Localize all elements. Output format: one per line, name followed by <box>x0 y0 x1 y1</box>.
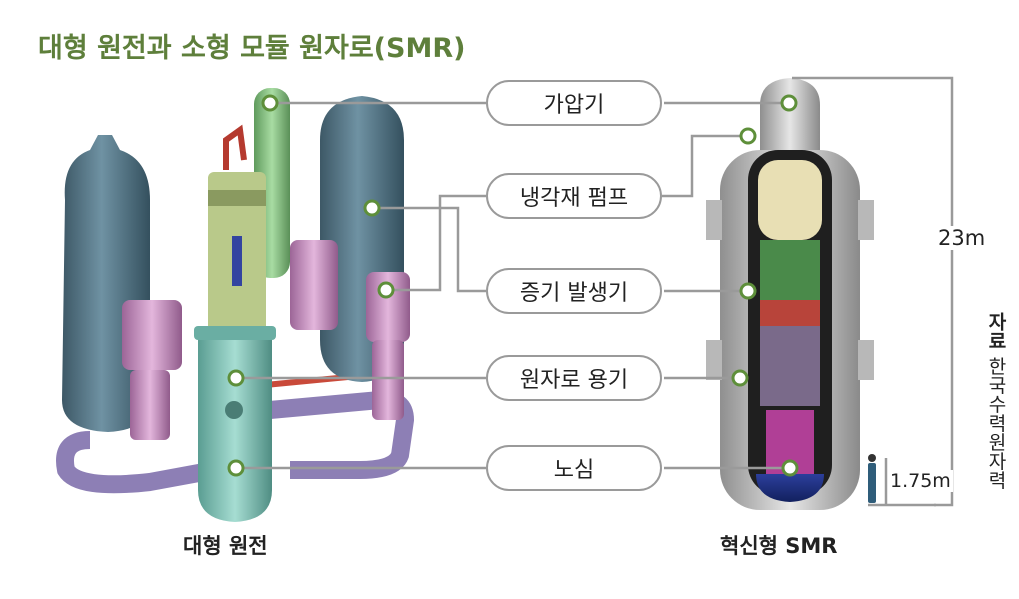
cr-drive-band <box>208 190 266 206</box>
marker-sg-large <box>363 199 381 217</box>
large-plant-illustration <box>56 88 415 522</box>
smr-riser <box>760 326 820 406</box>
label-core: 노심 <box>486 445 662 491</box>
marker-pressurizer-smr <box>780 94 798 112</box>
smr-bracket-right-lower <box>858 340 874 380</box>
page-title: 대형 원전과 소형 모듈 원자로(SMR) <box>38 33 466 64</box>
caption-large-plant: 대형 원전 <box>183 534 268 558</box>
line-pump-smr <box>662 134 748 198</box>
pump-left-body <box>130 370 170 440</box>
pipe-left-loop <box>56 431 217 494</box>
smr-lower-plenum <box>756 474 824 502</box>
person-body <box>868 463 876 503</box>
marker-sg-smr <box>739 282 757 300</box>
cr-drive-panel <box>232 236 242 286</box>
smr-bracket-left <box>706 200 722 240</box>
smr-illustration <box>706 78 876 510</box>
vessel-flange <box>194 326 276 340</box>
control-cable <box>223 124 247 170</box>
smr-top-dome <box>760 78 820 150</box>
smr-bracket-left-lower <box>706 340 722 380</box>
smr-pressurizer-space <box>758 160 822 240</box>
connector-lines <box>238 76 954 507</box>
source-credit: 자료 한국수력원자력 <box>983 312 1010 489</box>
smr-steam-generator <box>760 300 820 326</box>
source-prefix: 자료 <box>985 312 1007 350</box>
pump-right-body <box>372 340 404 420</box>
smr-bracket-right <box>858 200 874 240</box>
marker-core-smr <box>781 459 799 477</box>
marker-vessel-large <box>227 369 245 387</box>
pump-back <box>290 240 338 330</box>
label-steam-generator: 증기 발생기 <box>486 268 662 314</box>
dimension-person-label: 1.75m <box>888 470 953 492</box>
label-pressurizer: 가압기 <box>486 80 662 126</box>
marker-dots <box>227 94 799 477</box>
marker-pump-large <box>377 281 395 299</box>
dimension-23m-label: 23m <box>935 226 989 250</box>
caption-smr: 혁신형 SMR <box>720 534 838 558</box>
source-org: 한국수력원자력 <box>985 356 1007 490</box>
marker-core-large <box>227 459 245 477</box>
label-coolant-pump: 냉각재 펌프 <box>486 173 662 219</box>
marker-pump-smr <box>739 127 757 145</box>
marker-vessel-smr <box>731 369 749 387</box>
dimension-23m <box>792 76 954 507</box>
label-reactor-vessel: 원자로 용기 <box>486 355 662 401</box>
pump-left <box>122 300 182 370</box>
person-head <box>868 454 876 462</box>
vessel-nozzle <box>225 401 243 419</box>
line-sg-large <box>374 206 486 293</box>
reactor-vessel-large <box>198 330 272 522</box>
marker-pressurizer-large <box>261 94 279 112</box>
line-pump-large <box>385 194 486 292</box>
